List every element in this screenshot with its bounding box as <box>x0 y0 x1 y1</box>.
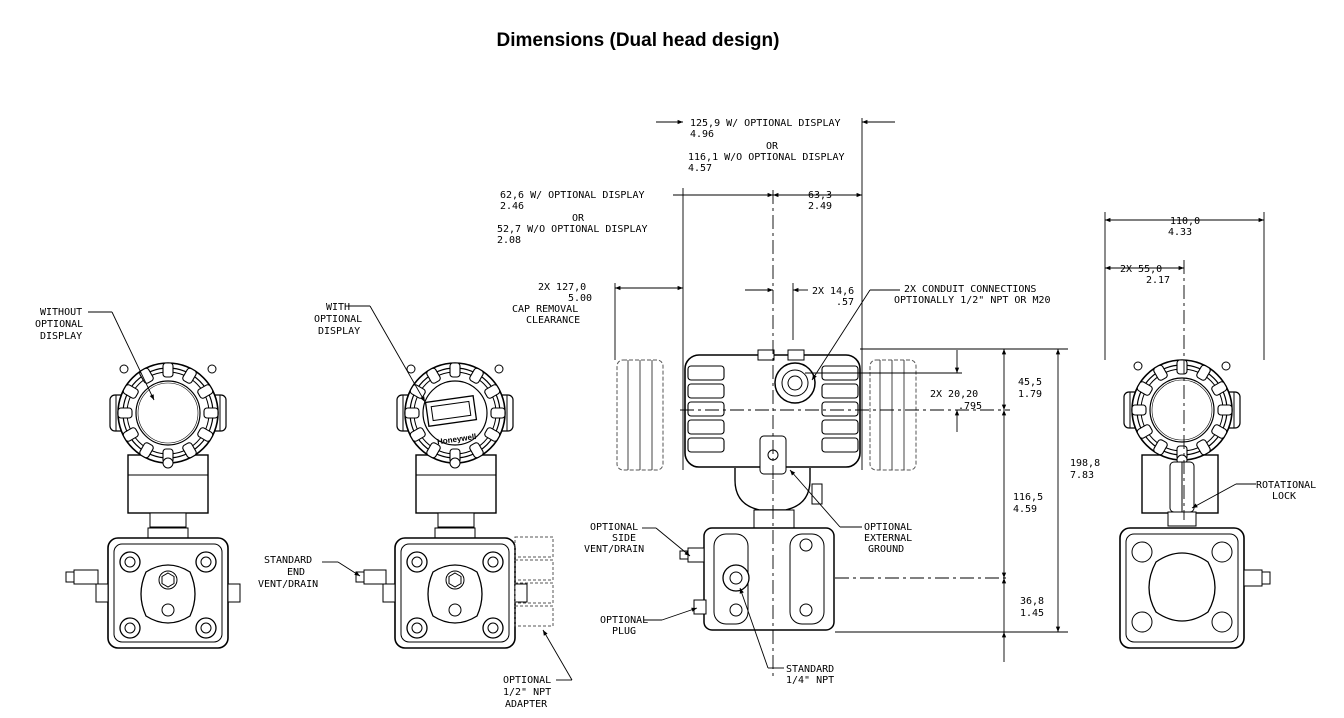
label-dim-198: 198,8 7.83 <box>1070 458 1106 481</box>
label-optional-side-vent: OPTIONAL SIDE VENT/DRAIN <box>584 522 644 555</box>
label-standard-end-vent: STANDARD END VENT/DRAIN <box>258 555 318 590</box>
label-optional-ground: OPTIONAL EXTERNAL GROUND <box>864 522 918 555</box>
label-width-with-display: 125,9 W/ OPTIONAL DISPLAY 4.96 OR 116,1 … <box>688 118 851 174</box>
labels: WITHOUT OPTIONAL DISPLAY WITH OPTIONAL D… <box>35 118 1322 710</box>
label-dim-20: 2X 20,20 .795 <box>930 389 984 412</box>
label-with-display: WITH OPTIONAL DISPLAY <box>314 302 368 337</box>
view-side <box>616 349 917 631</box>
dimension-lines <box>614 118 1265 680</box>
label-dim-14: 2X 14,6 .57 <box>812 286 860 308</box>
label-without-display: WITHOUT OPTIONAL DISPLAY <box>35 307 89 342</box>
label-optional-plug: OPTIONAL PLUG <box>600 615 654 637</box>
label-dim-45: 45,5 1.79 <box>1018 377 1048 400</box>
label-rotational-lock: ROTATIONAL LOCK <box>1256 480 1322 502</box>
label-dim-63: 63,3 2.49 <box>808 190 838 212</box>
label-standard-npt: STANDARD 1/4" NPT <box>786 664 840 686</box>
view-back <box>1119 359 1271 649</box>
view-with-display: Honeywell <box>355 362 554 649</box>
label-optional-adapter: OPTIONAL 1/2" NPT ADAPTER <box>503 675 557 710</box>
label-cap-removal: 2X 127,0 5.00 CAP REMOVAL CLEARANCE <box>512 282 598 326</box>
leader-lines <box>88 289 1256 681</box>
label-dim-110: 110,0 4.33 <box>1168 216 1206 238</box>
label-dim-36: 36,8 1.45 <box>1020 596 1050 619</box>
label-dim-116: 116,5 4.59 <box>1013 492 1049 515</box>
view-without-display <box>65 362 241 649</box>
diagram-title: Dimensions (Dual head design) <box>496 30 780 51</box>
label-dim-2x55: 2X 55,0 2.17 <box>1120 264 1170 286</box>
label-left-with-display: 62,6 W/ OPTIONAL DISPLAY 2.46 OR 52,7 W/… <box>497 190 654 246</box>
label-conduit: 2X CONDUIT CONNECTIONS OPTIONALLY 1/2" N… <box>894 284 1051 306</box>
